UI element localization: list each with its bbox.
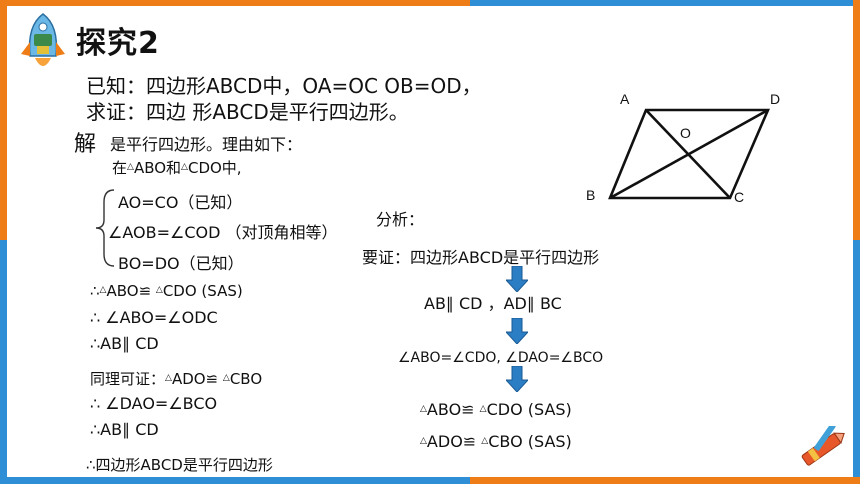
vertex-label-b: B — [586, 187, 595, 203]
triangle-symbol: △ — [99, 285, 107, 295]
triangle-symbol: △ — [420, 436, 427, 446]
conclusion-angle-2: ∴ ∠DAO=∠BCO — [90, 394, 218, 413]
frame-top-orange — [0, 0, 470, 6]
vertex-label-d: D — [770, 91, 780, 107]
triangle-symbol: △ — [420, 404, 427, 414]
analysis-step-angles: ∠ABO=∠CDO, ∠DAO=∠BCO — [398, 350, 604, 366]
frame-left-blue — [0, 240, 7, 484]
solution-intro: 是平行四边形。理由如下： — [110, 135, 303, 154]
triangle-symbol: △ — [155, 285, 163, 295]
given-statement: 已知：四边形ABCD中，OA=OC OB=OD， — [86, 74, 482, 98]
analysis-step-congruent-2: △ADO≌ △CBO (SAS) — [420, 432, 572, 451]
tri-abo-congruent: ABO≌ — [426, 400, 480, 419]
rocket-icon — [21, 13, 65, 66]
tri-cdo: CDO中, — [187, 159, 242, 177]
tri-cbo: CBO — [229, 370, 263, 388]
frame-top-blue — [470, 0, 860, 6]
analysis-step-congruent-1: △ABO≌ △CDO (SAS) — [420, 400, 572, 419]
triangle-symbol: △ — [479, 404, 487, 414]
tri-cdo-sas: CDO (SAS) — [486, 400, 572, 419]
prove-statement: 求证：四边 形ABCD是平行四边形。 — [86, 100, 409, 124]
frame-bottom-blue — [0, 477, 470, 484]
in-prefix: 在 — [112, 159, 128, 177]
tri-cdo-sas: CDO (SAS) — [162, 282, 243, 300]
equation-bo-do: BO=DO（已知） — [118, 254, 244, 273]
triangle-symbol: △ — [127, 162, 134, 172]
frame-bottom-orange — [470, 477, 860, 484]
solve-label: 解 — [74, 132, 97, 157]
solution-in-triangles: 在△ABO和△CDO中, — [112, 157, 242, 178]
vertex-label-a: A — [620, 91, 630, 107]
triangle-symbol: △ — [165, 373, 172, 383]
triangle-symbol: △ — [181, 162, 188, 172]
conclusion-congruent-1: ∴△ABO≌ △CDO (SAS) — [90, 282, 243, 300]
conclusion-angle-1: ∴ ∠ABO=∠ODC — [90, 308, 218, 327]
analysis-goal: 要证：四边形ABCD是平行四边形 — [362, 248, 600, 267]
analysis-step-parallel: AB∥ CD ，AD∥ BC — [424, 294, 562, 313]
tri-cbo-sas: CBO (SAS) — [488, 432, 572, 451]
frame-left-orange — [0, 0, 7, 240]
conclusion-parallel-2: ∴AB∥ CD — [90, 420, 159, 439]
down-arrow-icon — [506, 366, 528, 392]
crayon-icon — [801, 426, 845, 466]
tri-ado-congruent: ADO≌ — [426, 432, 482, 451]
down-arrow-icon — [506, 266, 528, 292]
page-title: 探究2 — [76, 26, 160, 61]
final-conclusion: ∴四边形ABCD是平行四边形 — [86, 456, 273, 474]
equation-ao-co: AO=CO（已知） — [118, 193, 243, 212]
similarly-prove: 同理可证：△ADO≌ △CBO — [90, 368, 262, 389]
similarly-label: 同理可证： — [90, 370, 166, 388]
tri-ado-congruent: ADO≌ — [171, 370, 223, 388]
brace-icon — [95, 189, 115, 267]
analysis-heading: 分析： — [376, 210, 425, 229]
triangle-symbol: △ — [222, 373, 230, 383]
vertex-label-o: O — [680, 125, 691, 141]
equation-aob-cod: ∠AOB=∠COD （对顶角相等） — [108, 223, 338, 242]
down-arrow-icon — [506, 318, 528, 344]
frame-right-orange — [853, 0, 860, 240]
conclusion-parallel-1: ∴AB∥ CD — [90, 334, 159, 353]
triangle-symbol: △ — [481, 436, 489, 446]
diagonal-bd — [609, 108, 769, 200]
vertex-label-c: C — [734, 189, 744, 205]
parallelogram-figure: A D O B C — [586, 91, 780, 205]
tri-abo-congruent: ABO≌ — [106, 282, 156, 300]
therefore-symbol: ∴ — [90, 282, 100, 300]
tri-abo: ABO和 — [133, 159, 182, 177]
frame-right-blue — [853, 240, 860, 484]
